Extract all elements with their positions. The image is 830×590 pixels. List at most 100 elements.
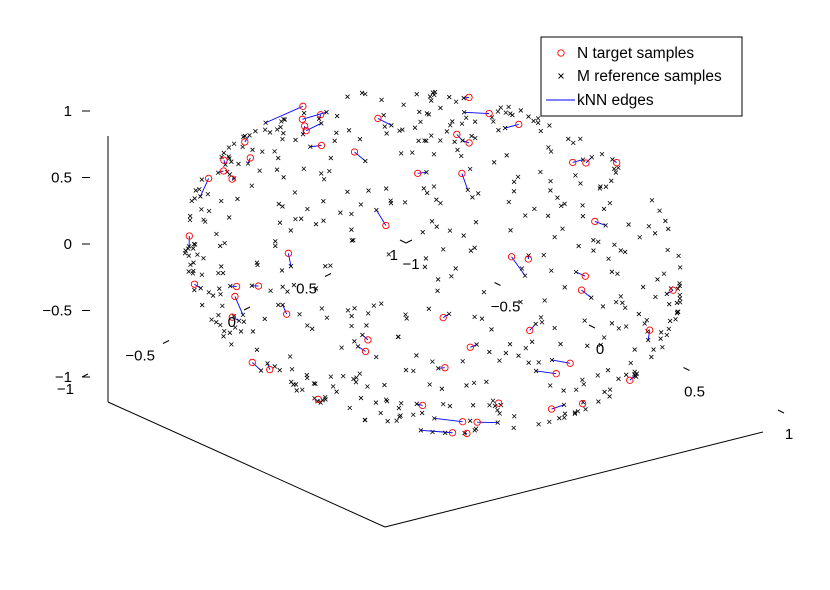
target-point [507, 253, 516, 261]
reference-point [658, 330, 664, 335]
reference-point [227, 156, 232, 161]
reference-point [608, 178, 614, 184]
reference-point [262, 316, 268, 322]
reference-point [349, 227, 354, 232]
reference-point [216, 270, 221, 276]
target-point [524, 255, 532, 263]
reference-point [661, 271, 667, 277]
reference-point [667, 318, 673, 324]
reference-point [412, 125, 418, 130]
reference-point [349, 211, 354, 217]
reference-point [366, 188, 371, 193]
reference-point [562, 285, 568, 290]
reference-point [663, 218, 668, 224]
y-tick-label: 0.5 [296, 281, 317, 298]
reference-point [199, 272, 205, 278]
reference-point [216, 312, 221, 318]
reference-point [453, 266, 458, 271]
reference-point [305, 206, 310, 212]
reference-point [512, 413, 517, 419]
reference-point [447, 228, 453, 233]
reference-point [241, 319, 247, 324]
reference-point [510, 112, 515, 118]
reference-point [518, 108, 524, 113]
legend-target-label: N target samples [577, 45, 694, 62]
target-point [204, 174, 213, 183]
reference-point [506, 199, 512, 205]
reference-point [434, 197, 439, 202]
reference-point [435, 277, 441, 282]
reference-point [265, 361, 270, 366]
reference-point [607, 387, 613, 392]
reference-point [345, 308, 351, 313]
reference-point [439, 386, 445, 392]
reference-point [618, 294, 624, 299]
reference-point [220, 303, 225, 309]
reference-point [508, 228, 513, 233]
reference-point [582, 318, 587, 323]
target-point [232, 282, 241, 291]
reference-point [429, 219, 435, 224]
reference-point [199, 177, 205, 182]
reference-point [664, 332, 670, 338]
reference-point [562, 415, 567, 420]
reference-point [191, 241, 197, 247]
target-point [453, 130, 461, 139]
reference-point [384, 131, 389, 136]
reference-point [357, 371, 363, 376]
reference-point [268, 288, 273, 294]
target-point [465, 93, 473, 102]
axis-ticks: −1−0.500.51−1−0.500.51−1−0.500.51 [42, 103, 793, 443]
reference-point [538, 315, 544, 320]
reference-point [218, 291, 223, 297]
reference-point [419, 410, 425, 416]
reference-point [236, 318, 242, 324]
legend-target-marker [557, 49, 565, 57]
reference-point [526, 360, 531, 365]
reference-point [249, 283, 255, 288]
reference-point [474, 342, 479, 347]
reference-point [538, 128, 544, 134]
reference-point [449, 273, 454, 279]
reference-point [438, 200, 443, 206]
knn-edge [551, 404, 565, 410]
target-point [581, 272, 589, 280]
reference-point [217, 286, 222, 291]
reference-point [404, 316, 409, 321]
z-tick-label: −0.5 [42, 303, 72, 320]
reference-point [447, 403, 453, 409]
reference-point [598, 184, 603, 189]
x-tick [683, 367, 690, 371]
reference-point [495, 407, 500, 413]
reference-point [561, 402, 567, 408]
z-tick-label: 0.5 [51, 170, 72, 187]
target-samples [185, 93, 677, 438]
reference-point [327, 168, 332, 174]
reference-point [432, 416, 437, 421]
reference-point [615, 165, 621, 171]
reference-point [273, 243, 278, 249]
reference-point [362, 91, 368, 97]
target-point [374, 114, 382, 123]
target-point [466, 343, 474, 351]
reference-point [545, 213, 551, 219]
z-tick-label: 0 [64, 236, 72, 253]
reference-point [206, 290, 212, 295]
z-tick-label: −1 [55, 369, 72, 386]
reference-point [580, 213, 586, 219]
target-point [569, 158, 577, 167]
axes-layer [107, 136, 764, 528]
reference-point [498, 105, 504, 110]
reference-point [561, 388, 566, 393]
reference-point [280, 284, 285, 290]
reference-point [495, 420, 500, 425]
reference-point [267, 130, 273, 135]
reference-point [352, 339, 357, 344]
reference-point [603, 223, 608, 228]
knn-edge [377, 118, 392, 126]
reference-point [214, 231, 219, 237]
reference-point [666, 326, 672, 332]
reference-point [219, 154, 224, 160]
reference-point [232, 325, 238, 330]
reference-point [595, 373, 601, 378]
